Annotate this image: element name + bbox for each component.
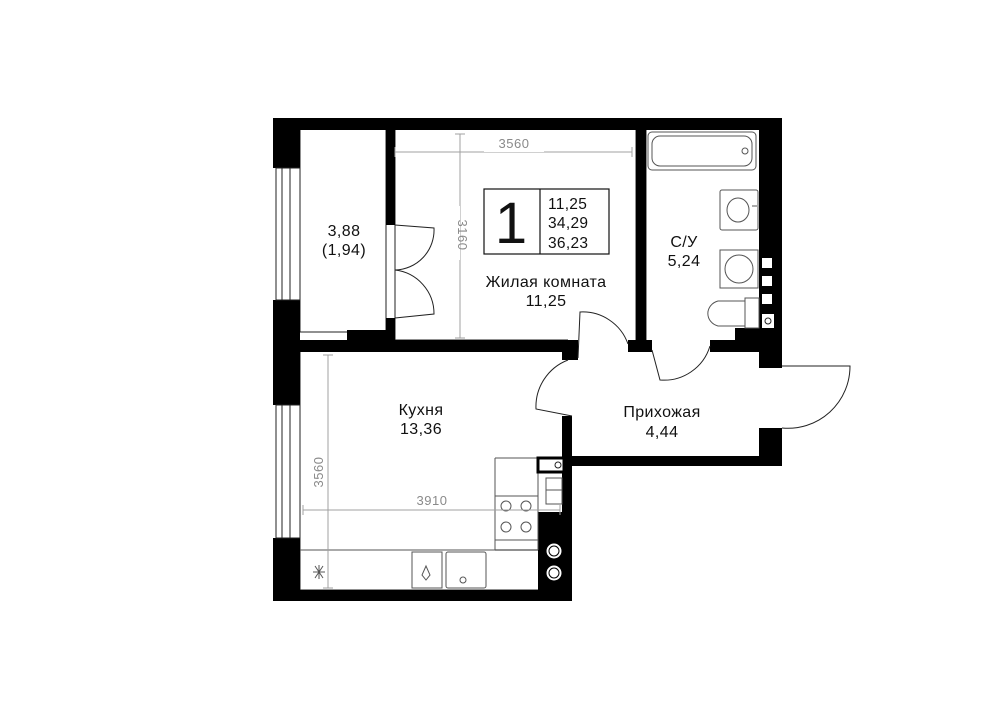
kitchen-area: 13,36 [400,421,442,438]
dim-kitchen-depth: 3560 [311,457,326,488]
bathroom-name: С/У [670,234,698,251]
dim-living-width: 3560 [499,136,530,151]
boiler-icon [536,456,566,505]
door-bathroom [651,345,711,381]
total-area-balcony-value: 36,23 [548,235,588,252]
living-room-area: 11,25 [526,293,567,310]
toilet-icon [707,297,760,329]
ventilation-icon [762,258,774,328]
window-kitchen [275,404,301,539]
hallway-name: Прихожая [623,404,700,421]
door-living [577,311,629,359]
fridge-icon [411,551,443,589]
dim-living-depth: 3160 [455,220,470,251]
door-kitchen [535,359,573,417]
stove-icon [494,495,539,541]
shaft-circles-icon [546,543,562,581]
balcony-reduced-area: (1,94) [322,242,366,259]
kitchen-name: Кухня [399,402,444,419]
balcony-area: 3,88 [328,223,361,240]
gas-sign-icon [313,565,325,579]
door-balcony [394,224,435,319]
sink-icon [445,551,487,589]
washbasin-icon [719,189,759,231]
total-area-value: 34,29 [548,215,588,232]
summary-box [483,188,610,255]
dim-kitchen-width: 3910 [417,493,448,508]
rooms-count: 1 [495,191,527,256]
bathtub-icon [647,131,757,171]
bathroom-area: 5,24 [668,253,701,270]
washing-machine-icon [719,249,759,289]
walls [273,118,782,601]
door-entrance [781,365,851,429]
window-balcony [275,167,301,301]
living-room-name: Жилая комната [486,274,607,291]
living-area-value: 11,25 [548,196,587,213]
hallway-area: 4,44 [646,424,679,441]
